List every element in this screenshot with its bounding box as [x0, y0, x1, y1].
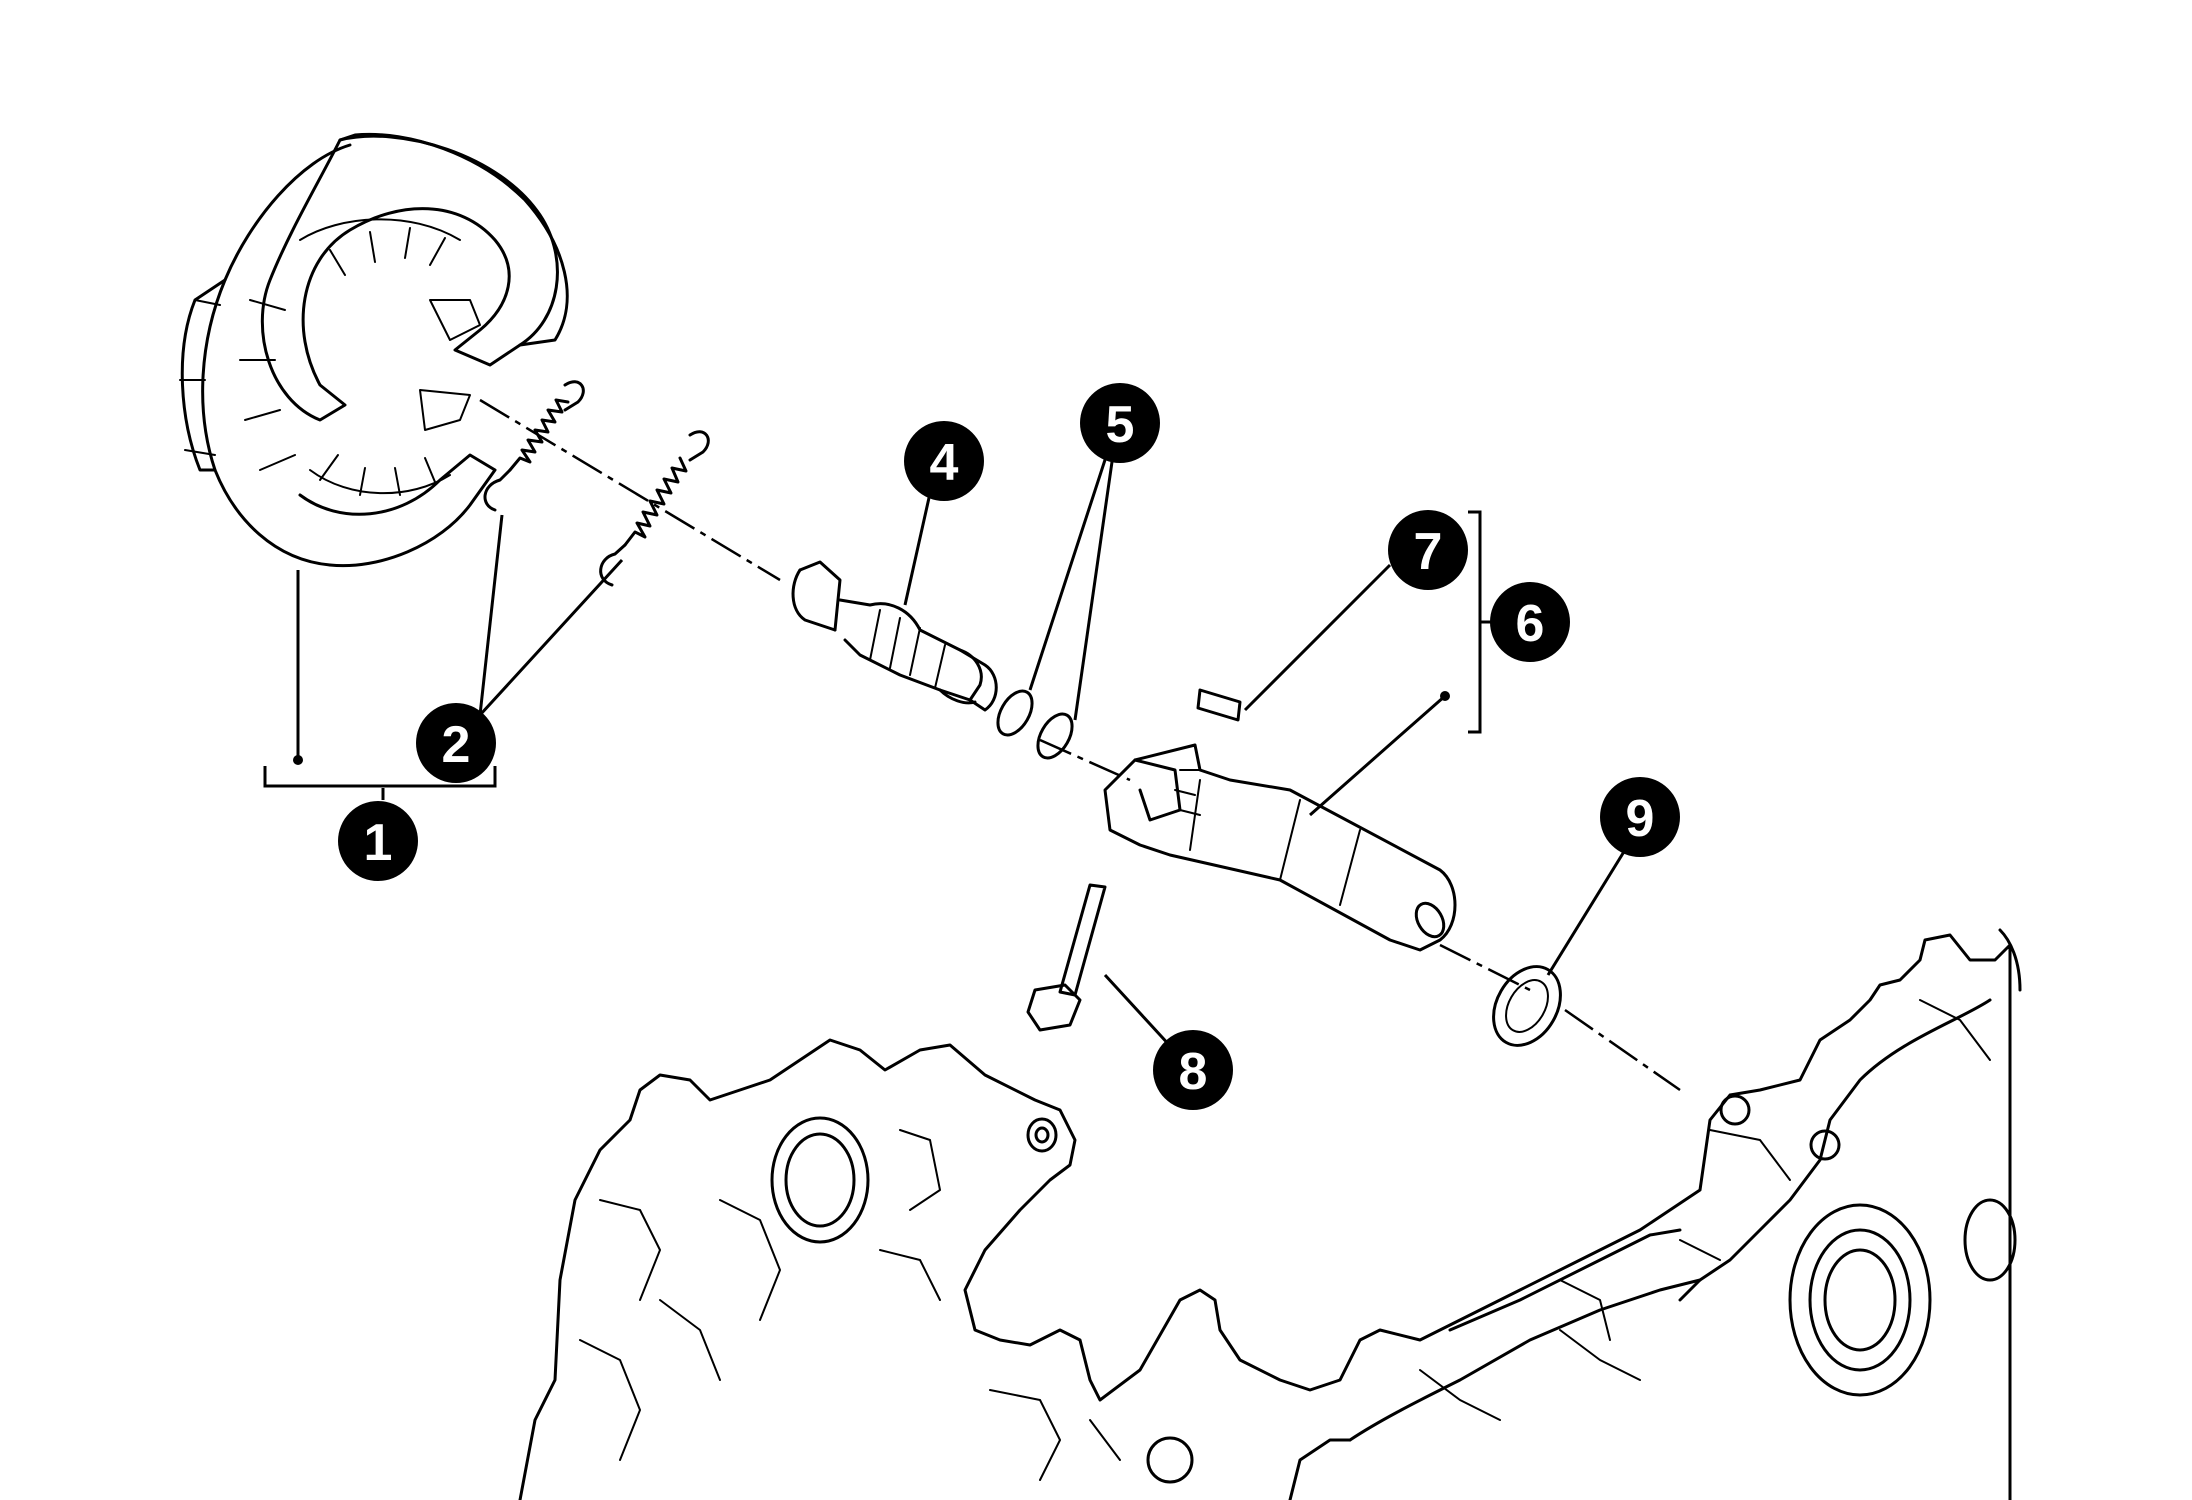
callout-6-label: 6	[1516, 595, 1545, 653]
woodruff-key	[1196, 688, 1242, 722]
brake-cam-shaft	[791, 560, 998, 712]
callout-2-label: 2	[442, 716, 471, 774]
callout-4: 4	[904, 421, 984, 501]
callout-5: 5	[1080, 383, 1160, 463]
callout-1-label: 1	[364, 814, 393, 872]
leader-lines	[263, 419, 1627, 1062]
callout-6: 6	[1490, 582, 1570, 662]
callout-2: 2	[416, 703, 496, 783]
brake-springs	[483, 380, 710, 587]
assembly-axis-line	[479, 398, 1681, 1092]
callout-7-label: 7	[1414, 523, 1443, 581]
callout-9-label: 9	[1626, 790, 1655, 848]
callout-7: 7	[1388, 510, 1468, 590]
crankcase-housing	[518, 928, 2022, 1500]
washer	[1492, 965, 1562, 1047]
callout-4-label: 4	[930, 434, 959, 492]
brake-lever	[1103, 743, 1457, 952]
o-rings	[996, 689, 1074, 760]
bracket-6	[1468, 510, 1482, 734]
callout-5-label: 5	[1106, 396, 1135, 454]
bracket-1	[263, 766, 497, 788]
lever-bolt	[1026, 883, 1107, 1032]
callout-8-label: 8	[1179, 1043, 1208, 1101]
brake-shoe	[179, 132, 569, 568]
callout-8: 8	[1153, 1030, 1233, 1110]
callout-1: 1	[338, 801, 418, 881]
callout-9: 9	[1600, 777, 1680, 857]
